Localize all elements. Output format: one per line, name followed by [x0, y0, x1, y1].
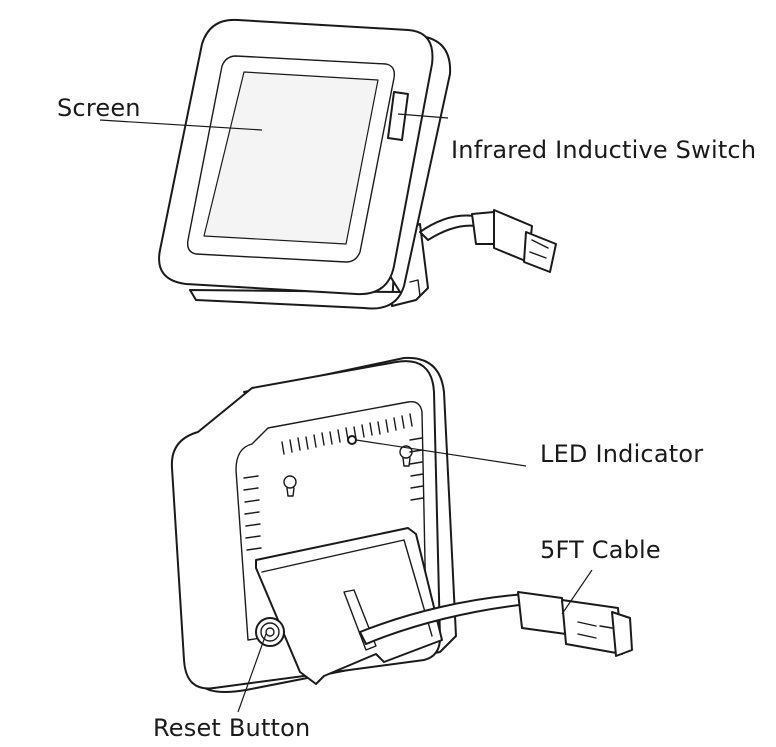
back-view-usb-plug [517, 591, 633, 657]
keyhole-mount-right [399, 445, 413, 467]
front-view-screen-frame [186, 55, 396, 263]
device-front-view [158, 18, 557, 310]
infrared-switch-window [387, 91, 409, 141]
device-back-view [170, 356, 633, 693]
kickstand-slot [343, 589, 377, 651]
led-indicator [347, 435, 357, 445]
back-view-left-vents [243, 475, 262, 551]
leader-led-indicator [355, 439, 527, 467]
back-view-top-vents [281, 413, 413, 455]
front-view-usb-plug [471, 209, 557, 273]
front-view-screen [203, 71, 379, 245]
reset-button [255, 617, 285, 647]
label-cable: 5FT Cable [540, 536, 661, 564]
label-screen: Screen [57, 94, 141, 122]
label-led-indicator: LED Indicator [540, 440, 703, 468]
keyhole-mount-left [283, 475, 297, 497]
front-view-cable [419, 214, 477, 241]
back-view-right-vents [409, 437, 424, 501]
leader-reset-button [237, 633, 267, 713]
label-infrared-switch: Infrared Inductive Switch [451, 136, 756, 164]
leader-cable [561, 569, 593, 615]
leader-infrared-switch [397, 113, 449, 119]
leader-screen [99, 119, 263, 131]
label-reset-button: Reset Button [153, 714, 310, 742]
leader-lines [99, 113, 593, 713]
